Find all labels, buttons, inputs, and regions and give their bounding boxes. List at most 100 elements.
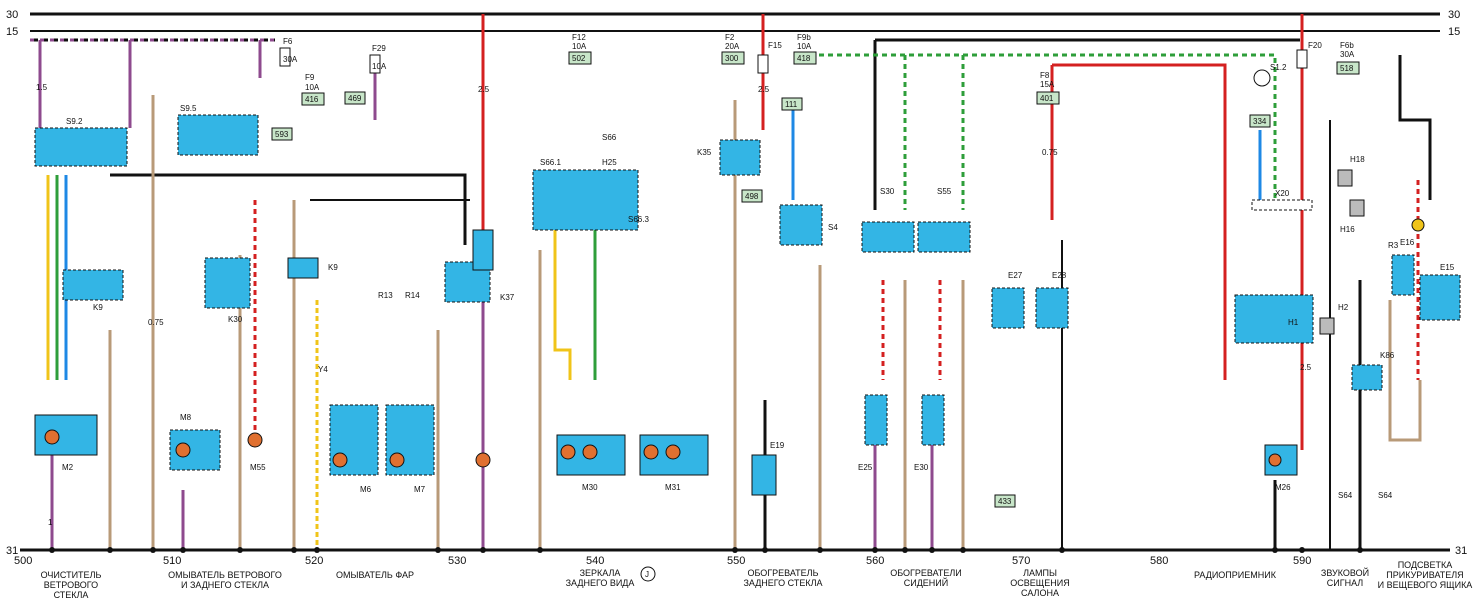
motor-m6: M6 — [329, 404, 379, 494]
resistor-r3: R3 — [1388, 241, 1415, 296]
rail-30-left: 30 — [6, 9, 18, 21]
svg-text:0.75: 0.75 — [1042, 148, 1058, 157]
mirror-m30: M30 — [556, 434, 626, 492]
svg-text:S9.2: S9.2 — [66, 117, 83, 126]
svg-text:H18: H18 — [1350, 155, 1365, 164]
caption-interior-lamps: ЛАМПЫ ОСВЕЩЕНИЯ САЛОНА — [1010, 568, 1070, 598]
svg-text:X20: X20 — [1275, 189, 1290, 198]
fuse-f20: F20 — [1296, 41, 1322, 69]
caption-windshield-wiper: ОЧИСТИТЕЛЬ ВЕТРОВОГО СТЕКЛА — [40, 570, 102, 600]
svg-text:F8: F8 — [1040, 71, 1050, 80]
scale-550: 550 — [727, 555, 745, 567]
relay-k37: K37 — [444, 229, 515, 303]
switch-s64a: S64 — [1338, 491, 1353, 500]
switch-s55: S55 — [917, 187, 971, 253]
svg-text:F29: F29 — [372, 44, 386, 53]
svg-text:F6: F6 — [283, 37, 293, 46]
svg-text:F9: F9 — [305, 73, 315, 82]
fuse-f15: F15 — [757, 41, 782, 74]
svg-text:S9.5: S9.5 — [180, 104, 197, 113]
svg-text:M30: M30 — [582, 483, 598, 492]
svg-text:J: J — [645, 570, 649, 579]
wire-size-labels: 1.5 2.5 0.75 1 0.75 2.5 2.5 — [36, 83, 1312, 527]
svg-text:E30: E30 — [914, 463, 929, 472]
caption-radio: РАДИОПРИЕМНИК — [1194, 570, 1276, 580]
rail-31-left: 31 — [6, 545, 18, 557]
relay-k9b: K9 — [287, 257, 338, 279]
valve-y4: Y4 — [318, 365, 328, 374]
motor-m55: M55 — [247, 432, 266, 472]
heater-e30: E30 — [914, 394, 945, 472]
svg-text:30A: 30A — [1340, 50, 1355, 59]
svg-text:30A: 30A — [283, 55, 298, 64]
svg-text:K86: K86 — [1380, 351, 1395, 360]
wire-trunks — [30, 14, 1432, 550]
svg-text:K35: K35 — [697, 148, 712, 157]
svg-text:S66: S66 — [602, 133, 617, 142]
svg-text:15A: 15A — [1040, 80, 1055, 89]
svg-text:416: 416 — [305, 95, 319, 104]
caption-rear-window-heater: ОБОГРЕВАТЕЛЬ ЗАДНЕГО СТЕКЛА — [743, 568, 823, 588]
relay-k35: K35 — [697, 139, 761, 176]
box-111: 111 — [781, 97, 803, 111]
caption-headlight-washer: ОМЫВАТЕЛЬ ФАР — [336, 570, 414, 580]
box-334: 334 — [1249, 114, 1271, 128]
motor-m24 — [475, 452, 491, 468]
switch-s9-2: S9.2 — [34, 117, 128, 167]
horn-h18: H18 — [1337, 155, 1365, 187]
svg-text:593: 593 — [275, 130, 289, 139]
svg-text:H25: H25 — [602, 158, 617, 167]
box-593: 593 — [271, 127, 293, 141]
svg-text:S55: S55 — [937, 187, 952, 196]
svg-text:F20: F20 — [1308, 41, 1322, 50]
scale-ticks — [49, 547, 1363, 553]
svg-text:F6b: F6b — [1340, 41, 1354, 50]
svg-text:F12: F12 — [572, 33, 586, 42]
motor-m7: M7 — [385, 404, 435, 494]
box-433: 433 — [994, 494, 1016, 508]
lamp-e27: E27 — [991, 271, 1025, 329]
svg-text:E28: E28 — [1052, 271, 1067, 280]
svg-text:10A: 10A — [797, 42, 812, 51]
scale-530: 530 — [448, 555, 466, 567]
svg-text:1.5: 1.5 — [36, 83, 48, 92]
svg-text:111: 111 — [785, 100, 798, 109]
svg-text:401: 401 — [1040, 94, 1054, 103]
scale-580: 580 — [1150, 555, 1168, 567]
svg-text:334: 334 — [1253, 117, 1267, 126]
scale-520: 520 — [305, 555, 323, 567]
caption-mirrors: ЗЕРКАЛА ЗАДНЕГО ВИДА — [565, 568, 635, 588]
mirror-m31: M31 — [639, 434, 709, 492]
relay-k30: K30 — [204, 257, 251, 324]
switch-s30: S30 — [861, 187, 915, 253]
svg-text:S64: S64 — [1378, 491, 1393, 500]
svg-text:R14: R14 — [405, 291, 420, 300]
switch-s64b: S64 — [1378, 491, 1393, 500]
ignition-s1-2: S1.2 — [1253, 63, 1287, 87]
rail-31-right: 31 — [1455, 545, 1467, 557]
svg-text:2.5: 2.5 — [478, 85, 490, 94]
svg-text:E25: E25 — [858, 463, 873, 472]
svg-text:F15: F15 — [768, 41, 782, 50]
relay-k9: K9 — [62, 269, 124, 312]
resistor-r13: R13 — [378, 291, 393, 300]
lamp-e15: E15 — [1419, 263, 1461, 321]
connector-x20: X20 — [1251, 189, 1313, 211]
box-498: 498 — [741, 189, 763, 203]
switch-s4: S4 — [779, 204, 838, 246]
svg-text:502: 502 — [572, 54, 586, 63]
horn-h2: H2 — [1319, 303, 1349, 335]
svg-text:E19: E19 — [770, 441, 785, 450]
box-469: 469 — [344, 91, 366, 105]
relay-k86: K86 — [1351, 351, 1395, 391]
lamp-e28: E28 — [1035, 271, 1069, 329]
rail-30-right: 30 — [1448, 9, 1460, 21]
svg-text:K9: K9 — [93, 303, 103, 312]
svg-text:M55: M55 — [250, 463, 266, 472]
